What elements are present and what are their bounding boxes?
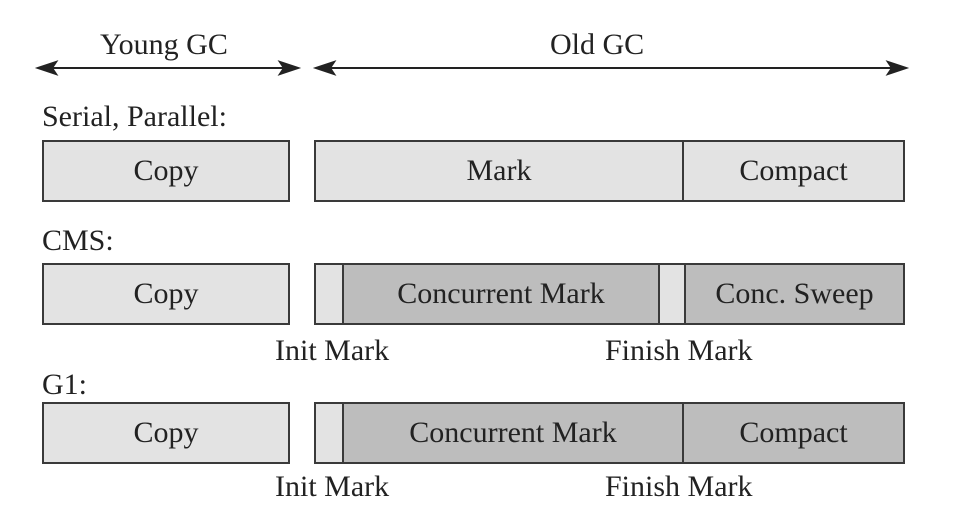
serial-copy-label: Copy [133,154,199,187]
cms-finish-mark-phase [658,263,686,325]
serial-young-copy-phase: Copy [42,140,290,202]
g1-copy-label: Copy [133,416,199,449]
g1-young-copy-phase: Copy [42,402,290,464]
young-gc-arrow-right-head [277,60,302,76]
g1-finish-mark-label: Finish Mark [605,470,753,503]
serial-compact-label: Compact [739,154,848,187]
g1-compact-phase: Compact [682,402,905,464]
cms-conc-sweep-phase: Conc. Sweep [684,263,905,325]
cms-concurrent-mark-phase: Concurrent Mark [342,263,660,325]
cms-young-copy-phase: Copy [42,263,290,325]
g1-init-mark-phase [314,402,344,464]
old-gc-arrow-right-head [885,60,910,76]
old-gc-arrow-left-head [312,60,337,76]
cms-finish-mark-label: Finish Mark [605,334,753,367]
cms-init-mark-phase [314,263,344,325]
g1-concurrent-mark-phase: Concurrent Mark [342,402,684,464]
g1-init-mark-label: Init Mark [275,470,390,503]
cms-concurrent-mark-label: Concurrent Mark [397,277,605,310]
cms-title: CMS: [42,224,114,257]
young-gc-label: Young GC [100,28,228,61]
serial-parallel-title: Serial, Parallel: [42,100,227,133]
g1-title: G1: [42,368,87,401]
cms-copy-label: Copy [133,277,199,310]
cms-init-mark-label: Init Mark [275,334,390,367]
young-gc-arrow-left-head [34,60,59,76]
cms-conc-sweep-label: Conc. Sweep [715,277,874,310]
serial-compact-phase: Compact [682,140,905,202]
serial-mark-phase: Mark [314,140,684,202]
g1-concurrent-mark-label: Concurrent Mark [409,416,617,449]
old-gc-label: Old GC [550,28,645,61]
g1-compact-label: Compact [739,416,848,449]
serial-mark-label: Mark [466,154,532,187]
